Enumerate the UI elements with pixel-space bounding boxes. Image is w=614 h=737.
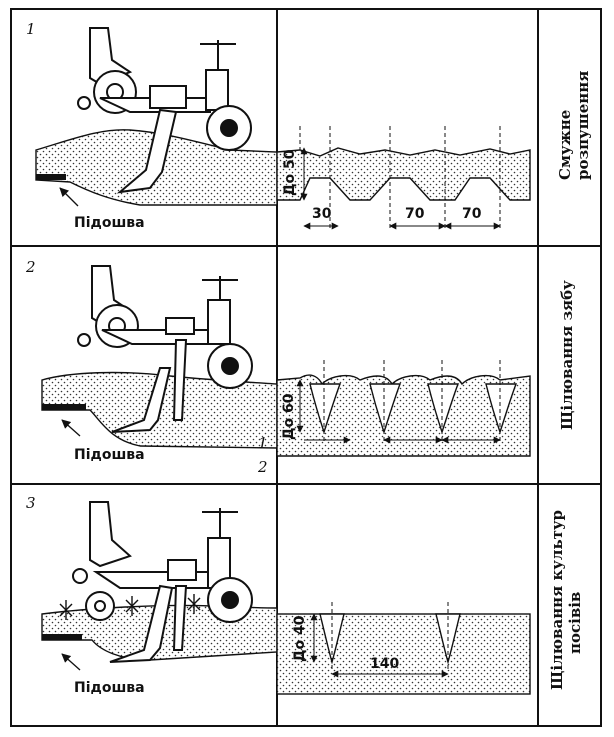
sole-arrow: [61, 419, 81, 437]
sole-arrow: [59, 187, 79, 207]
ripper-machine: [77, 27, 252, 194]
marker-1: 1: [258, 434, 268, 452]
panel-number: 3: [26, 494, 36, 512]
svg-text:Щілювання зябу: Щілювання зябу: [558, 280, 576, 430]
plant-icon: [59, 594, 201, 620]
ripper-machine: [77, 265, 253, 433]
soil-profile: [276, 613, 531, 695]
side-title: Щілювання зябу: [558, 280, 576, 430]
svg-text:розпушення: розпушення: [574, 71, 592, 180]
slot-cuts: [309, 383, 518, 435]
side-title: Смужне розпушення: [556, 71, 592, 180]
dim-label: 70: [405, 206, 425, 222]
dim-label: 70: [462, 206, 482, 222]
sole-label: Підошва: [74, 215, 145, 231]
svg-text:посівів: посівів: [566, 592, 584, 654]
panel-2: 2 Підошва: [25, 258, 576, 476]
sole-label: Підошва: [74, 680, 145, 696]
ripper-machine: [72, 501, 253, 663]
dim-label: 30: [312, 206, 332, 222]
frame: [10, 8, 602, 727]
sole-block: [42, 404, 86, 410]
panel-3: 3 Підошва: [26, 494, 584, 696]
side-title: Щілювання культур посівів: [548, 510, 584, 690]
panel-number: 1: [26, 20, 36, 38]
panel-number: 2: [25, 258, 36, 276]
sole-arrow: [61, 653, 81, 671]
sole-block: [42, 634, 82, 640]
depth-label: До 50: [282, 149, 298, 196]
svg-text:Смужне: Смужне: [556, 110, 574, 180]
svg-text:Щілювання культур: Щілювання культур: [548, 510, 566, 690]
depth-label: До 40: [292, 615, 308, 662]
marker-2: 2: [257, 458, 268, 476]
sole-block: [36, 174, 66, 180]
sole-label: Підошва: [74, 447, 145, 463]
panel-1: 1 Підошва До 50 30: [26, 20, 592, 231]
depth-label: До 60: [281, 393, 297, 440]
soil-profile: [276, 147, 531, 201]
dim-label: 140: [370, 656, 399, 672]
